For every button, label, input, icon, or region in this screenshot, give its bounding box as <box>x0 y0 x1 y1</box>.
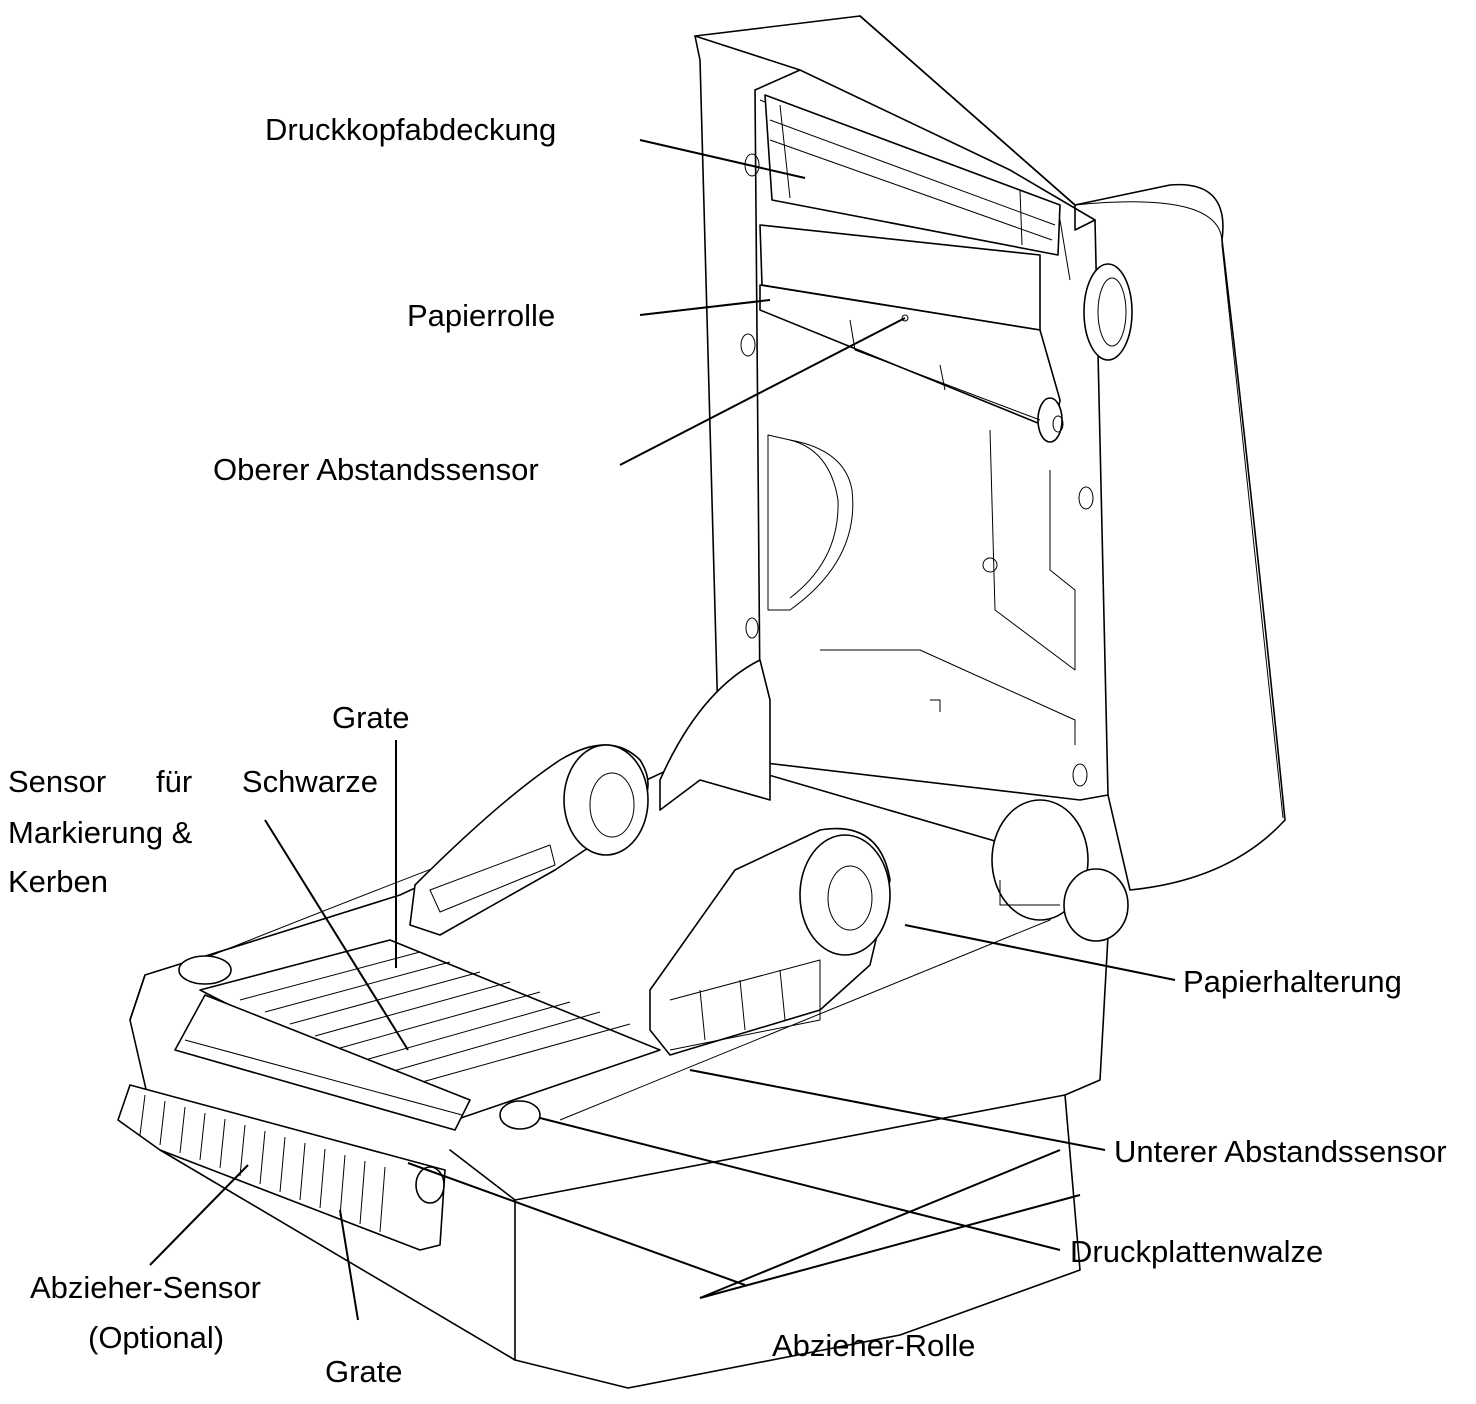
label-black-mark-sensor-line1: Sensor für Schwarze <box>8 762 378 802</box>
label-lower-gap-sensor: Unterer Abstandssensor <box>1114 1134 1447 1169</box>
label-slots <box>239 951 631 1085</box>
leader-printhead-cover <box>639 139 806 179</box>
tear-bar-teeth <box>139 1094 386 1233</box>
label-black-mark-sensor-line2: Markierung & <box>8 815 193 850</box>
leader-black-mark-sensor <box>264 819 409 1051</box>
leader-peeler-sensor <box>149 1164 249 1266</box>
leader-upper-gap-sensor <box>619 317 906 466</box>
leader-ridge-bottom <box>339 1209 359 1321</box>
leader-peeler-roller <box>407 1162 746 1286</box>
label-platen-roller: Druckplattenwalze <box>1070 1234 1324 1269</box>
label-black-mark-sensor-word1: Sensor <box>8 764 107 799</box>
label-black-mark-sensor-word2: für <box>155 764 193 799</box>
label-upper-gap-sensor: Oberer Abstandssensor <box>213 452 539 487</box>
upper-cover <box>694 15 1286 891</box>
leader-base-left <box>699 1149 1061 1299</box>
label-ridge-top: Grate <box>332 700 410 735</box>
label-ridge-bottom: Grate <box>325 1354 403 1389</box>
leader-paper-roll <box>639 299 771 316</box>
label-peeler-sensor-line2: (Optional) <box>88 1320 225 1355</box>
label-paper-holder: Papierhalterung <box>1183 964 1402 999</box>
label-peeler-roller: Abzieher-Rolle <box>772 1328 976 1363</box>
leader-lower-gap-sensor <box>689 1069 1106 1151</box>
label-printhead-cover: Druckkopfabdeckung <box>265 112 557 147</box>
label-black-mark-sensor-line3: Kerben <box>8 864 108 899</box>
leader-base-right <box>699 1194 1081 1299</box>
label-paper-roll: Papierrolle <box>407 298 556 333</box>
label-black-mark-sensor-word3: Schwarze <box>241 764 378 799</box>
label-peeler-sensor-line1: Abzieher-Sensor <box>30 1270 261 1305</box>
leader-paper-holder <box>904 924 1176 981</box>
leader-platen-roller <box>539 1117 1061 1251</box>
leader-lines <box>149 139 1176 1321</box>
